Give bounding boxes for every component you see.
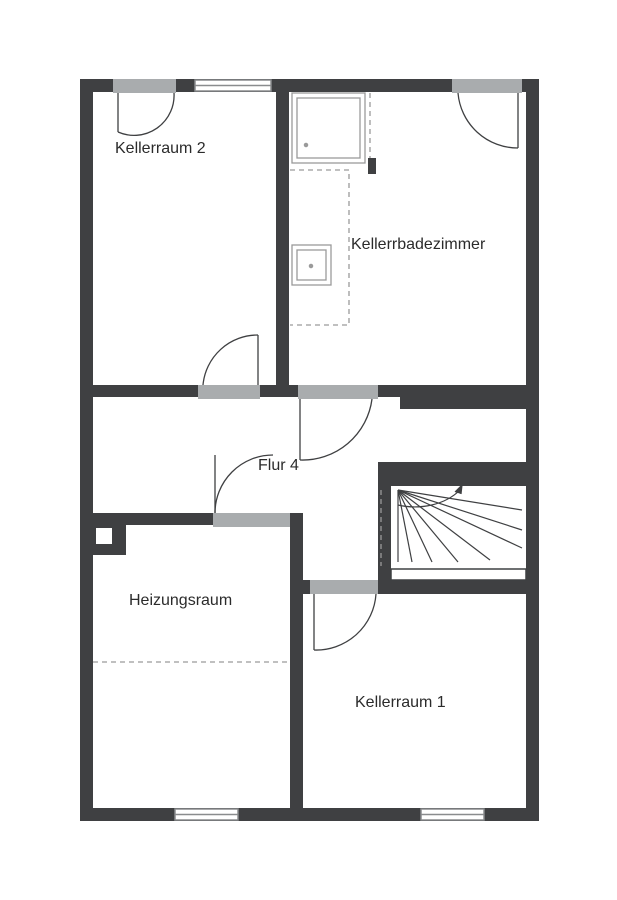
wall-stair-bottom	[378, 580, 539, 594]
label-heizungsraum: Heizungsraum	[129, 592, 232, 609]
door-panel-kr2-top	[113, 79, 176, 93]
shower-tray	[291, 92, 366, 164]
wash-basin	[291, 244, 332, 286]
room-labels: Kellerraum 2 Kellerrbadezimmer Flur 4 He…	[115, 140, 486, 711]
label-flur: Flur 4	[258, 457, 299, 474]
wall-heizung-kr1	[290, 513, 303, 821]
outer-wall-right	[526, 79, 539, 821]
label-kellerraum-1: Kellerraum 1	[355, 694, 446, 711]
door-panel-heizung	[213, 513, 290, 527]
doors	[113, 79, 522, 651]
wall-stair-left	[378, 462, 391, 594]
wall-stair-top	[378, 462, 539, 486]
label-kellerraum-2: Kellerraum 2	[115, 140, 206, 157]
outer-wall-left	[80, 79, 93, 821]
door-panel-bath-top	[452, 79, 522, 93]
stair-landing-strip	[390, 568, 527, 581]
walls	[80, 79, 539, 821]
wall-kr2-bath	[276, 79, 289, 397]
dashed-lines	[93, 490, 382, 663]
door-panel-kr2	[198, 385, 260, 399]
stair-inner	[391, 486, 526, 566]
interiors	[96, 486, 527, 581]
bath-fixtures	[290, 92, 376, 326]
chimney-inner	[96, 528, 112, 544]
windows	[174, 79, 485, 821]
door-panel-bath	[298, 385, 378, 399]
label-kellerbad: Kellerrbadezimmer	[351, 236, 486, 253]
wall-bath-thick	[400, 385, 539, 409]
staircase	[397, 483, 523, 563]
door-panel-kr1	[310, 580, 378, 594]
